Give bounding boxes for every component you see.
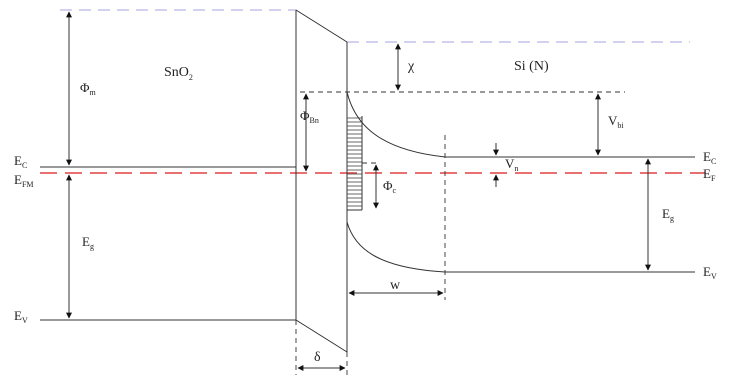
ev-right-label: EV — [703, 264, 717, 281]
phi-m-label: Φm — [80, 80, 97, 97]
phi-bn-label: ΦBn — [300, 108, 319, 125]
ec-right-label: EC — [703, 149, 716, 166]
sno2-label: SnO2 — [164, 65, 193, 82]
vn-label: Vn — [505, 156, 518, 173]
si-conduction-band-bending — [346, 91, 695, 158]
si-valence-band-bending — [346, 221, 695, 273]
eg-left-label: Eg — [82, 234, 94, 251]
w-label: w — [390, 278, 401, 293]
chi-label: χ — [407, 59, 415, 74]
efm-label: EFM — [14, 172, 34, 189]
oxide-bottom-slope — [295, 319, 348, 353]
ec-left-label: EC — [14, 153, 27, 170]
delta-label: δ — [314, 350, 321, 365]
ev-left-label: EV — [14, 308, 28, 325]
phi-c-label: Φc — [383, 178, 397, 195]
si-label: Si (N) — [514, 59, 549, 74]
eg-right-label: Eg — [662, 206, 674, 223]
ef-label: EF — [703, 166, 716, 183]
interface-states-hatch — [347, 117, 362, 211]
oxide-top-slope — [295, 9, 348, 43]
vbi-label: Vbi — [608, 113, 624, 130]
